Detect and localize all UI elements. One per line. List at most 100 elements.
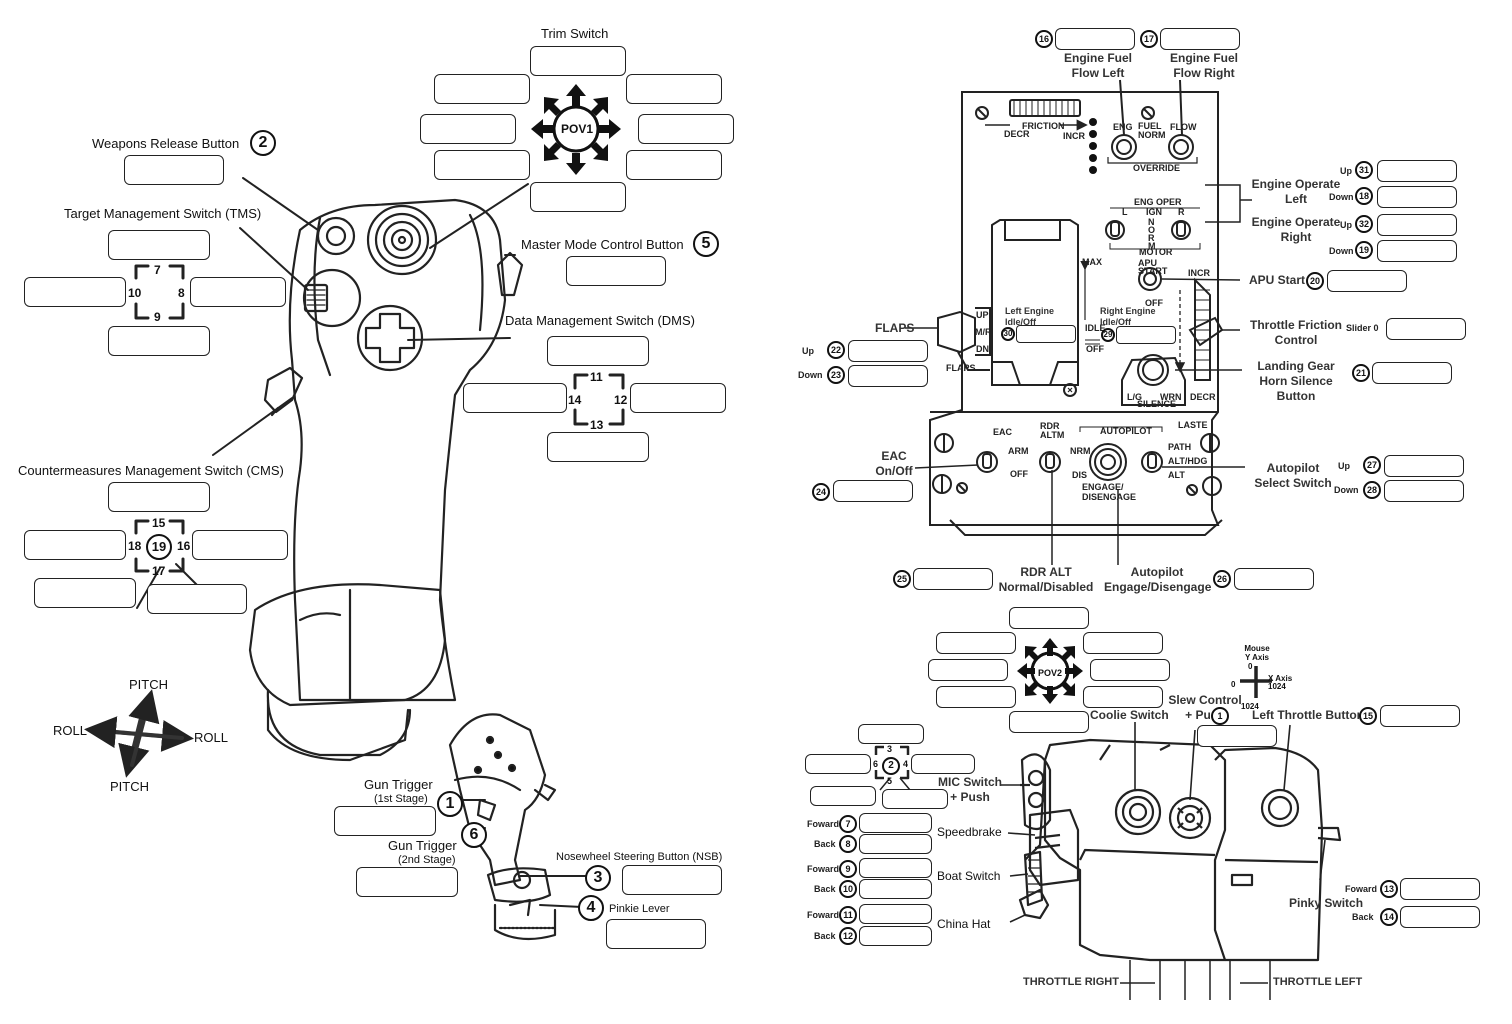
lg-horn-number: 21 [1352, 364, 1370, 382]
trim-down-left-field[interactable] [434, 150, 530, 180]
autopilot-engage-number: 26 [1213, 570, 1231, 588]
mic-left-field[interactable] [805, 754, 871, 774]
motor-plate: MOTOR [1139, 247, 1172, 257]
max-plate: MAX [1082, 257, 1102, 267]
dis-plate: DIS [1072, 470, 1087, 480]
eol-up-field[interactable] [1377, 160, 1457, 182]
autopilot-plate: AUTOPILOT [1100, 426, 1152, 436]
gun-trigger-1-label: Gun Trigger [364, 777, 433, 792]
dms-left-field[interactable] [463, 383, 567, 413]
ap-down-field[interactable] [1384, 480, 1464, 502]
trim-up-right-field[interactable] [626, 74, 722, 104]
pov2-down-field[interactable] [1009, 711, 1089, 733]
tms-down-field[interactable] [108, 326, 210, 356]
mic-up-field[interactable] [858, 724, 924, 744]
flaps-up-plate: UP [976, 310, 989, 320]
pov2-down-left-field[interactable] [936, 686, 1016, 708]
engage-plate: ENGAGE/ DISENGAGE [1082, 482, 1134, 502]
tms-right-num: 8 [178, 286, 185, 300]
trim-right-field[interactable] [638, 114, 734, 144]
dms-up-field[interactable] [547, 336, 649, 366]
trim-down-right-field[interactable] [626, 150, 722, 180]
china-forward-field[interactable] [859, 904, 932, 924]
speedbrake-back-field[interactable] [859, 834, 932, 854]
cms-down-right-field[interactable] [147, 584, 247, 614]
nsb-number: 3 [585, 865, 611, 891]
pinkie-field[interactable] [606, 919, 706, 949]
lg-horn-field[interactable] [1372, 362, 1452, 384]
eac-field[interactable] [833, 480, 913, 502]
tms-left-field[interactable] [24, 277, 126, 307]
mic-down-left-field[interactable] [810, 786, 876, 806]
pov2-down-right-field[interactable] [1083, 686, 1163, 708]
fuel-flow-right-field[interactable] [1160, 28, 1240, 50]
cms-down-left-field[interactable] [34, 578, 136, 608]
tms-right-field[interactable] [190, 277, 286, 307]
pitch-bottom-label: PITCH [110, 779, 149, 794]
autopilot-engage-field[interactable] [1234, 568, 1314, 590]
speedbrake-forward-field[interactable] [859, 813, 932, 833]
off-plate: OFF [1086, 344, 1104, 354]
nsb-field[interactable] [622, 865, 722, 895]
cms-right-field[interactable] [192, 530, 288, 560]
pov2-right-field[interactable] [1090, 659, 1170, 681]
mic-right-field[interactable] [911, 754, 975, 774]
pov2-left-field[interactable] [928, 659, 1008, 681]
gun-trigger-1-field[interactable] [334, 806, 436, 836]
rdr-alt-field[interactable] [913, 568, 993, 590]
apu-start-field[interactable] [1327, 270, 1407, 292]
flaps-down-field[interactable] [848, 365, 928, 387]
weapons-release-label: Weapons Release Button [92, 136, 239, 151]
l-plate: L [1122, 207, 1128, 217]
slider-label: Slider 0 [1346, 323, 1379, 333]
roll-right-label: ROLL [194, 730, 228, 745]
flaps-up-label: Up [802, 346, 814, 356]
eac-plate: EAC [993, 427, 1012, 437]
boat-forward-field[interactable] [859, 858, 932, 878]
cms-left-field[interactable] [24, 530, 126, 560]
weapons-release-field[interactable] [124, 155, 224, 185]
flaps-down-number: 23 [827, 366, 845, 384]
dms-right-field[interactable] [630, 383, 726, 413]
boat-back-field[interactable] [859, 879, 932, 899]
eol-down-field[interactable] [1377, 186, 1457, 208]
left-engine-field[interactable] [1016, 325, 1076, 343]
ap-up-field[interactable] [1384, 455, 1464, 477]
cms-up-field[interactable] [108, 482, 210, 512]
trim-up-field[interactable] [530, 46, 626, 76]
boat-forward-label: Foward [807, 864, 839, 874]
mic-push-num: 2 [882, 757, 900, 775]
trim-down-field[interactable] [530, 182, 626, 212]
gun-trigger-2-field[interactable] [356, 867, 458, 897]
pov2-up-field[interactable] [1009, 607, 1089, 629]
pov2-up-right-field[interactable] [1083, 632, 1163, 654]
dms-down-field[interactable] [547, 432, 649, 462]
china-back-field[interactable] [859, 926, 932, 946]
throttle-left-label: THROTTLE LEFT [1273, 975, 1362, 990]
eng-plate: ENG [1113, 122, 1133, 132]
speedbrake-back-number: 8 [839, 835, 857, 853]
ap-up-number: 27 [1363, 456, 1381, 474]
left-throttle-button-label: Left Throttle Button [1252, 708, 1364, 723]
trim-up-left-field[interactable] [434, 74, 530, 104]
throttle-friction-field[interactable] [1386, 318, 1466, 340]
tms-up-field[interactable] [108, 230, 210, 260]
eol-up-label: Up [1340, 166, 1352, 176]
pov2-up-left-field[interactable] [936, 632, 1016, 654]
master-mode-field[interactable] [566, 256, 666, 286]
mic-up-num: 3 [887, 744, 892, 754]
flaps-up-field[interactable] [848, 340, 928, 362]
eor-up-field[interactable] [1377, 214, 1457, 236]
speedbrake-forward-number: 7 [839, 815, 857, 833]
alt-plate: ALT [1168, 470, 1185, 480]
trim-left-field[interactable] [420, 114, 516, 144]
right-engine-field[interactable] [1116, 326, 1176, 344]
left-throttle-button-field[interactable] [1380, 705, 1460, 727]
nsb-label: Nosewheel Steering Button (NSB) [556, 850, 722, 865]
pinky-forward-field[interactable] [1400, 878, 1480, 900]
eor-down-field[interactable] [1377, 240, 1457, 262]
pinky-back-field[interactable] [1400, 906, 1480, 928]
slew-field[interactable] [1197, 725, 1277, 747]
fuel-flow-left-field[interactable] [1055, 28, 1135, 50]
cms-push-number: 19 [146, 534, 172, 560]
